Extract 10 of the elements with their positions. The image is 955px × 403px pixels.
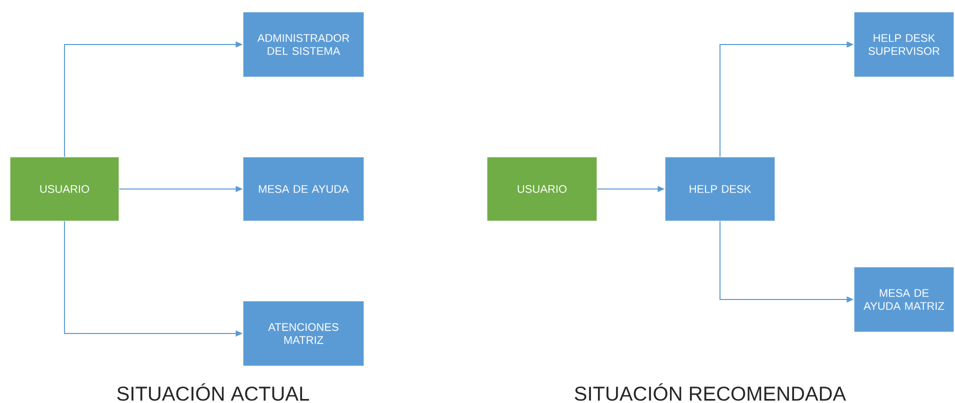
section-title: SITUACIÓN ACTUAL xyxy=(117,383,309,401)
process-box: HELP DESK xyxy=(664,156,776,222)
process-box: MESA DE AYUDA xyxy=(242,156,364,222)
process-box: ATENCIONES MATRIZ xyxy=(242,300,364,366)
process-box: MESA DE AYUDA MATRIZ xyxy=(854,266,954,332)
user-box: USUARIO xyxy=(486,156,598,222)
process-box: HELP DESK SUPERVISOR xyxy=(854,12,954,78)
section-title: SITUACIÓN RECOMENDADA xyxy=(574,383,846,401)
process-box: ADMINISTRADOR DEL SISTEMA xyxy=(242,12,364,78)
user-box: USUARIO xyxy=(10,156,120,222)
